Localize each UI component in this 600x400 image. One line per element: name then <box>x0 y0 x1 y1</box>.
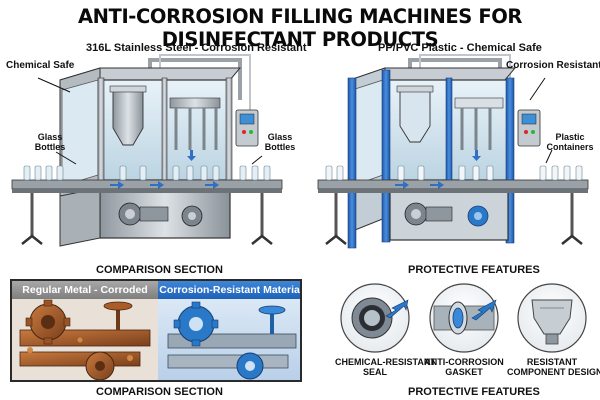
comparison-art <box>12 299 300 381</box>
stainless-steel-label: 316L Stainless Steel - Corrosion Resista… <box>86 42 307 54</box>
plastic-material-label: PP/PVC Plastic - Chemical Safe <box>378 42 542 54</box>
protective-art <box>340 283 587 353</box>
comparison-heading-top: COMPARISON SECTION <box>96 264 223 276</box>
chemical-safe-label: Chemical Safe <box>6 60 75 71</box>
plastic-machine <box>317 54 589 249</box>
glass-bottles-left-label: Glass Bottles <box>34 132 66 152</box>
stainless-machine <box>11 54 283 247</box>
resistant-material-header: Corrosion-Resistant Material <box>158 281 300 299</box>
corrosion-resistant-label: Corrosion Resistant <box>506 60 600 71</box>
comparison-heading-bottom: COMPARISON SECTION <box>96 386 223 398</box>
plastic-containers-label: Plastic Containers <box>546 132 594 152</box>
protective-heading-top: PROTECTIVE FEATURES <box>408 264 540 276</box>
regular-metal-header: Regular Metal - Corroded <box>12 281 158 299</box>
glass-bottles-right-label: Glass Bottles <box>264 132 296 152</box>
page-title: ANTI-CORROSION FILLING MACHINES FOR DISI… <box>77 5 523 51</box>
protective-heading-bottom: PROTECTIVE FEATURES <box>408 386 540 398</box>
comparison-panel: Regular Metal - Corroded Corrosion-Resis… <box>10 279 302 382</box>
